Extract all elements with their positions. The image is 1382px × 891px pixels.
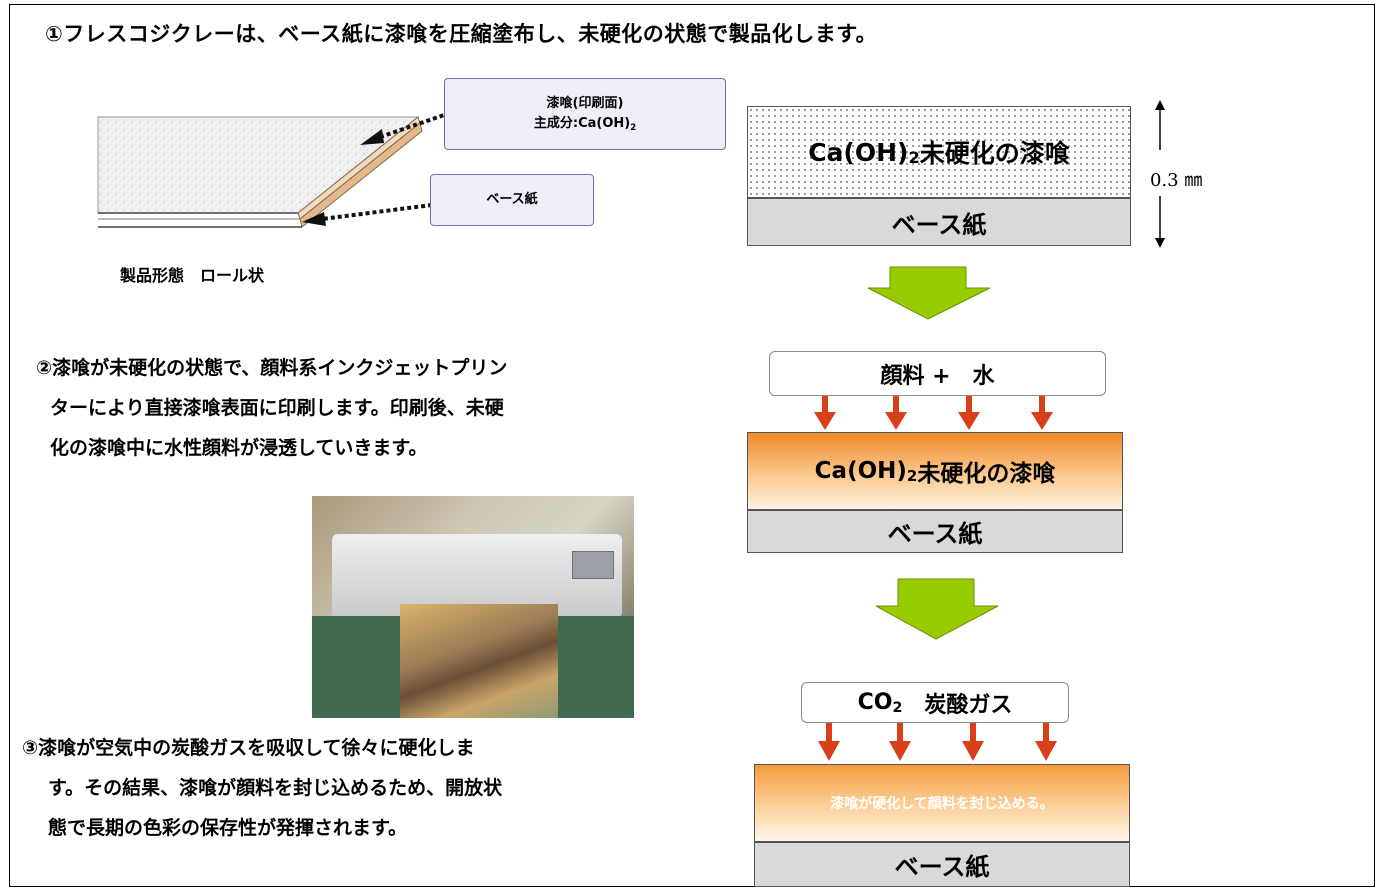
- thickness-label: 0.3 ㎜: [1150, 170, 1203, 191]
- process-arrow-2: [875, 578, 999, 640]
- step2-text: ②漆喰が未硬化の状態で、顔料系インクジェットプリン ターにより直接漆喰表面に印刷…: [36, 357, 508, 459]
- roll-caption: 製品形態 ロール状: [120, 266, 265, 285]
- stage1-plaster-layer: Ca(OH)2 未硬化の漆喰: [747, 106, 1131, 198]
- printer-photo: [312, 496, 634, 718]
- stage2-input-box: 顔料 + 水: [769, 351, 1106, 396]
- step3-text: ③漆喰が空気中の炭酸ガスを吸収して徐々に硬化しま す。その結果、漆喰が顔料を封じ…: [22, 737, 503, 839]
- process-arrow-1: [867, 266, 991, 320]
- stage2-base-layer: ベース紙: [747, 510, 1123, 553]
- thickness-arrow: [1155, 100, 1165, 248]
- stage3-red-arrows: [818, 723, 1057, 761]
- stage3-base-layer: ベース紙: [754, 842, 1130, 887]
- plaster-leader-line: [379, 111, 451, 139]
- printed-sheet: [400, 604, 558, 718]
- roll-illustration: [97, 111, 451, 228]
- sheet-edge-base: [299, 122, 423, 228]
- stage3-hardened-layer: 漆喰が硬化して顔料を封じ込める。: [754, 764, 1130, 842]
- base-leader-line: [321, 203, 433, 221]
- stage2-plaster-layer: Ca(OH)2 未硬化の漆喰: [747, 432, 1123, 510]
- callout-plaster-line2: 主成分:Ca(OH)2: [533, 116, 637, 132]
- stage1-base-layer: ベース紙: [747, 198, 1131, 246]
- diagram-frame: [9, 4, 1375, 887]
- callout-plaster: 漆喰(印刷面) 主成分:Ca(OH)2: [444, 78, 726, 150]
- stage2-red-arrows: [814, 396, 1053, 430]
- callout-base-paper: ベース紙: [430, 174, 594, 226]
- callout-plaster-line1: 漆喰(印刷面): [546, 96, 624, 111]
- page-heading: ①フレスコジクレーは、ベース紙に漆喰を圧縮塗布し、未硬化の状態で製品化します。: [45, 22, 878, 46]
- printer-panel: [572, 551, 614, 579]
